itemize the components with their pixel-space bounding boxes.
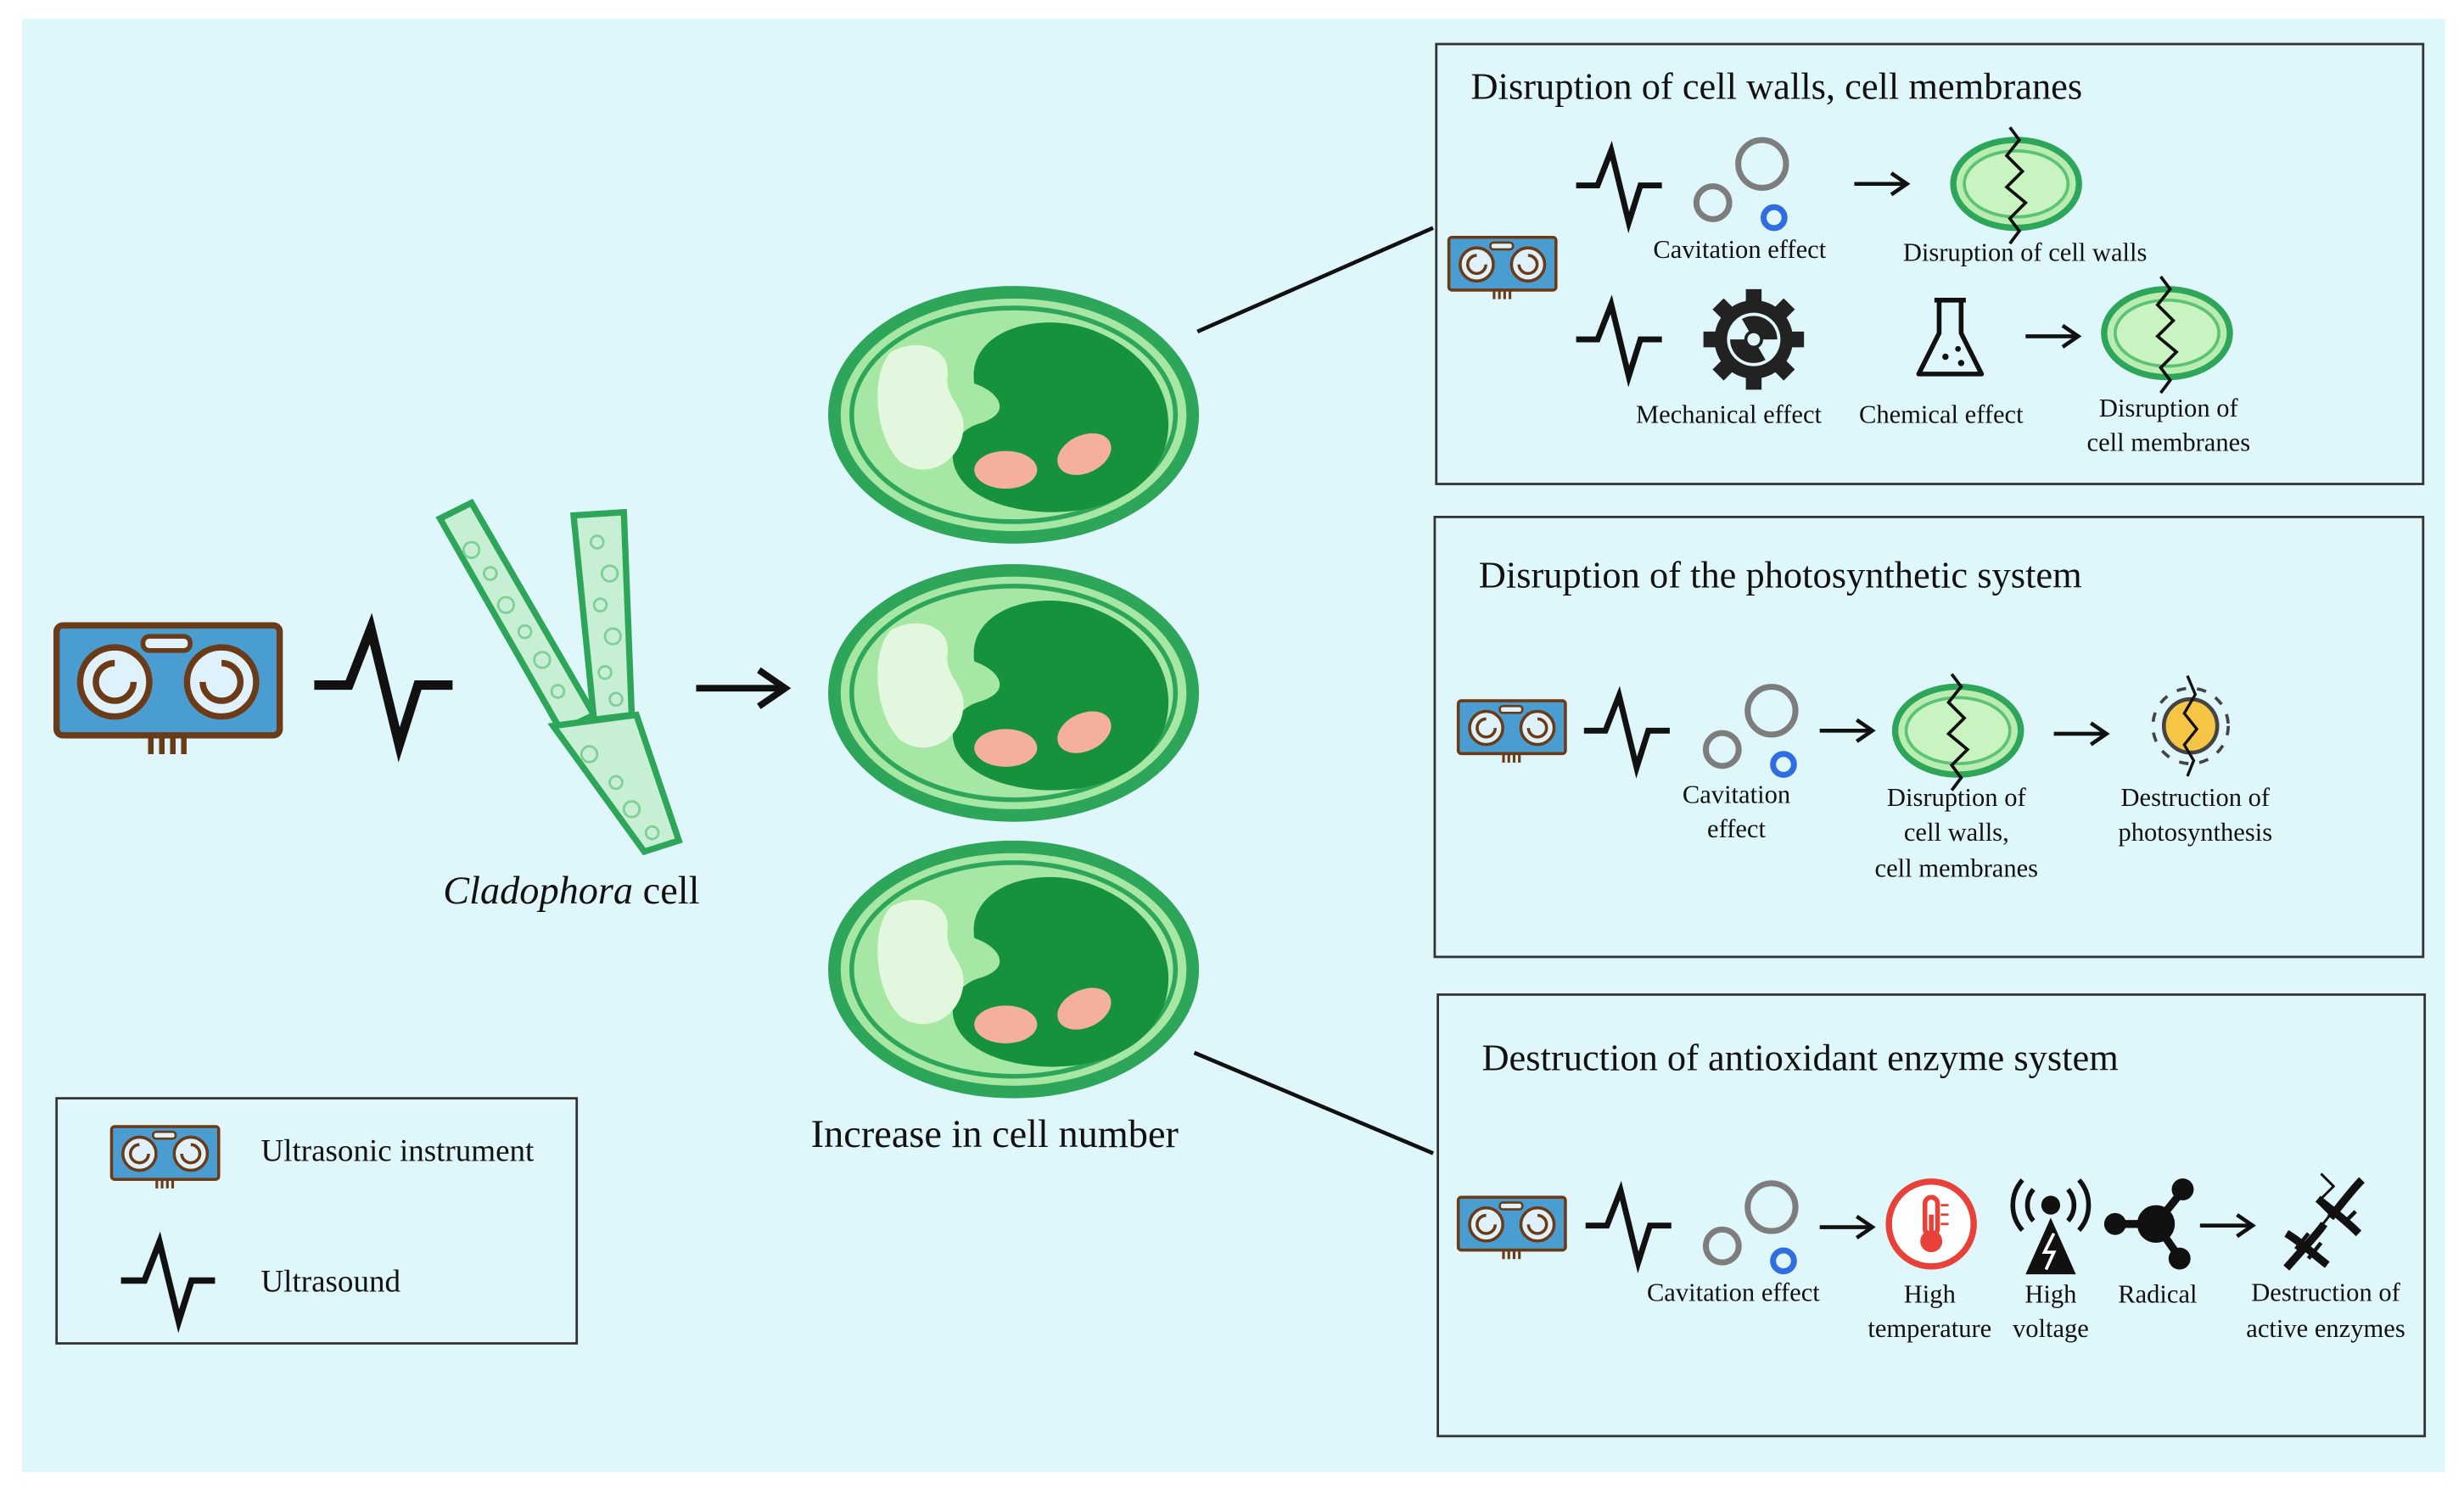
panel1-membranes-label-1: Disruption of [2099, 394, 2239, 422]
panel3-title: Destruction of antioxidant enzyme system [1481, 1036, 2118, 1078]
panel3-highvolt-label-1: High [2024, 1279, 2076, 1308]
thermometer-icon [1885, 1178, 1977, 1270]
panel1-chemical-label: Chemical effect [1859, 400, 2024, 428]
legend-instrument-icon [109, 1125, 221, 1190]
gear-icon [1703, 288, 1805, 390]
broken-dna-icon [2283, 1172, 2365, 1271]
panel3-hightemp-label-2: temperature [1868, 1314, 1991, 1343]
panel2-title: Disruption of the photosynthetic system [1479, 554, 2082, 596]
increase-label: Increase in cell number [811, 1113, 1179, 1156]
connector-top [1196, 226, 1434, 333]
legend-box [55, 1097, 579, 1345]
algal-cell-2 [828, 564, 1199, 822]
panel2-disruption-label-3: cell membranes [1875, 854, 2039, 883]
background [21, 19, 2445, 1473]
panel3-enzymes-label-2: active enzymes [2246, 1314, 2405, 1343]
panel3-highvolt-label-2: voltage [2013, 1314, 2089, 1343]
panel1-instrument-icon [1447, 235, 1558, 301]
panel2-disruption-label-1: Disruption of [1887, 783, 2027, 812]
panel-photosynthetic [1433, 516, 2425, 959]
cladophora-cell-label: Cladophora cell [443, 870, 699, 913]
high-voltage-tower-icon [2010, 1178, 2092, 1275]
connector-bottom [1193, 1050, 1434, 1155]
panel2-instrument-icon [1456, 699, 1567, 764]
panel2-cavitation-label-2: effect [1707, 814, 1766, 843]
panel1-title: Disruption of cell walls, cell membranes [1471, 65, 2083, 108]
panel1-cavitation-label: Cavitation effect [1653, 235, 1826, 264]
legend-instrument-label: Ultrasonic instrument [260, 1134, 535, 1169]
panel-cell-walls [1435, 42, 2425, 485]
panel3-hightemp-label-1: High [1904, 1279, 1956, 1308]
flask-icon [1916, 298, 1985, 377]
panel2-disruption-label-2: cell walls, [1904, 818, 2009, 847]
panel3-enzymes-label-1: Destruction of [2251, 1278, 2400, 1307]
cladophora-filament-icon [435, 498, 683, 856]
panel3-instrument-icon [1456, 1195, 1567, 1261]
algal-cell-1 [828, 286, 1199, 544]
panel3-cavitation-label: Cavitation effect [1647, 1278, 1820, 1307]
chloroplast-broken-icon [2151, 674, 2231, 777]
panel2-cavitation-label-1: Cavitation [1683, 780, 1790, 808]
panel1-mechanical-label: Mechanical effect [1636, 400, 1823, 428]
ultrasonic-instrument-icon [57, 625, 280, 754]
panel2-destruction-label-1: Destruction of [2120, 783, 2270, 812]
panel2-destruction-label-2: photosynthesis [2118, 818, 2272, 847]
panel3-radical-label: Radical [2118, 1279, 2197, 1308]
panel-antioxidant [1436, 993, 2427, 1438]
panel1-walls-label: Disruption of cell walls [1903, 238, 2148, 267]
radical-molecule-icon [2103, 1178, 2194, 1270]
legend-ultrasound-label: Ultrasound [260, 1264, 400, 1299]
panel1-membranes-label-2: cell membranes [2087, 428, 2251, 457]
algal-cell-3 [828, 841, 1199, 1099]
